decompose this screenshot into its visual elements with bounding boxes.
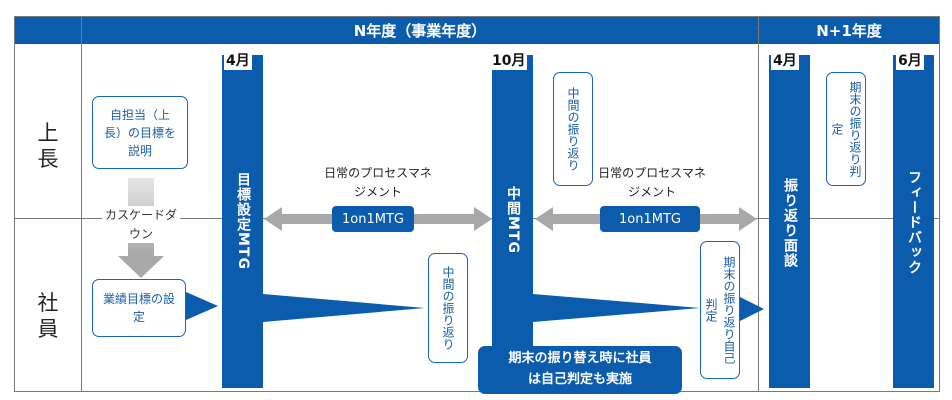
bar-label-feedback: フィードバック (906, 170, 922, 275)
header-fiscal-year-n: N年度（事業年度） (82, 17, 758, 44)
second-half-wedge (533, 294, 700, 322)
month-label-october: 10月 (490, 50, 528, 70)
month-label-june-next: 6月 (896, 50, 924, 70)
column-divider-left (81, 17, 82, 391)
note-set-goals: 業績目標の設定 (92, 279, 186, 337)
header-fiscal-year-n1: N+1年度 (759, 17, 939, 44)
header-corner (15, 17, 81, 44)
note-explain-goals: 自担当（上長）の目標を説明 (92, 96, 188, 169)
bar-label-goal-setting-mtg: 目標設定MTG (235, 172, 251, 270)
bar-label-review-interview: 振り返り面談 (782, 178, 798, 268)
header-fiscal-year-n1-label: N+1年度 (816, 22, 882, 40)
note-self-assessment: 期末の振り返り自己判定 (700, 241, 740, 379)
note-final-assessment: 期末の振り返り判定 (826, 72, 866, 186)
bar-label-midterm-mtg: 中間MTG (505, 186, 521, 254)
note-midterm-review-upper: 中間の振り返り (553, 72, 593, 186)
month-label-april: 4月 (224, 50, 252, 70)
table-frame (14, 16, 940, 392)
one-on-one-mtg-pill-2: 1on1MTG (600, 206, 700, 232)
callout-self-assessment: 期末の振り替え時に社員は自己判定も実施 (478, 346, 682, 394)
cascade-down-label: カスケードダウン (102, 206, 180, 244)
row-label-upper: 上長 (37, 121, 59, 172)
month-label-april-next: 4月 (771, 50, 799, 70)
goal-setting-arrow (186, 292, 218, 320)
first-half-wedge (263, 294, 425, 322)
bar-feedback (893, 55, 934, 388)
bar-midterm-mtg (492, 55, 533, 365)
bar-goal-setting-mtg (222, 55, 263, 388)
row-label-staff: 社員 (37, 291, 59, 342)
header-fiscal-year-n-label: N年度（事業年度） (353, 22, 487, 40)
column-divider-right (758, 17, 759, 391)
self-assessment-arrow (738, 296, 764, 322)
note-midterm-review-staff: 中間の振り返り (428, 253, 468, 363)
process-label-second-half: 日常のプロセスマネジメント (598, 166, 706, 200)
one-on-one-mtg-pill-1: 1on1MTG (332, 206, 414, 232)
bar-review-interview (769, 55, 810, 388)
process-label-first-half: 日常のプロセスマネジメント (324, 166, 432, 200)
